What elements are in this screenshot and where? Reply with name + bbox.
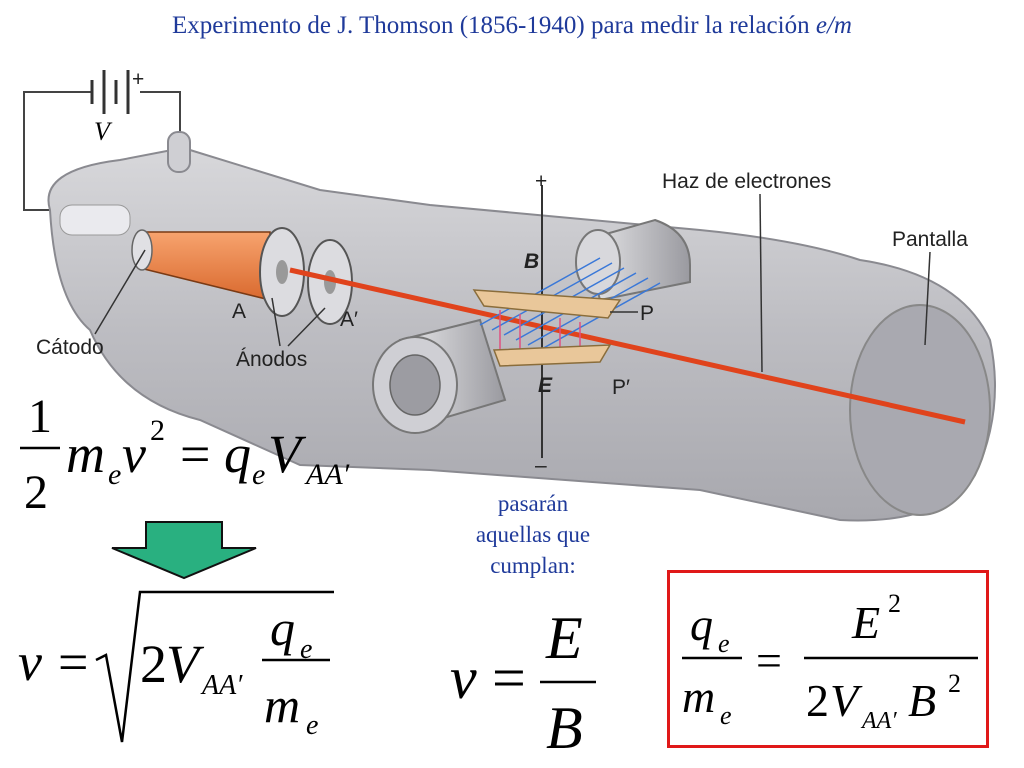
plate-p-prime <box>492 344 612 367</box>
eq1-m-sub: e <box>108 458 121 491</box>
eq2-equals: = <box>58 632 88 692</box>
eq1-v-sup: 2 <box>150 414 165 447</box>
coil-top <box>575 218 691 302</box>
eq2-V: V <box>166 634 205 694</box>
plate-p-prime-label: P′ <box>612 376 630 399</box>
cathode-label: Cátodo <box>36 336 104 359</box>
cathode-leader <box>94 249 146 335</box>
eq2-m-sub: e <box>306 710 318 741</box>
battery-plus-label: + <box>132 68 144 91</box>
eq1-m: m <box>66 424 105 484</box>
title-ratio: e/m <box>815 12 852 39</box>
plate-p-label: P <box>640 302 654 325</box>
condition-note: pasarán aquellas que cumplan: <box>438 488 628 581</box>
note-line-1: pasarán <box>497 491 569 516</box>
equation-kinetic-energy: 1 2 m e v 2 = q e V AA′ <box>20 390 350 519</box>
eq1-V-sub: AA′ <box>304 458 350 491</box>
beam-leader <box>759 193 763 373</box>
screen-label: Pantalla <box>892 228 968 251</box>
page-title: Experimento de J. Thomson (1856-1940) pa… <box>172 12 852 39</box>
eq2-V-sub: AA′ <box>200 670 243 701</box>
cathode-heater <box>59 204 131 236</box>
eq1-q-sub: e <box>252 458 265 491</box>
eq3-B: B <box>546 695 583 761</box>
eq4-two: 2 <box>806 675 829 726</box>
eq2-sqrt-sign <box>95 590 334 743</box>
eq4-equals: = <box>756 635 782 686</box>
anodes-leader-a <box>271 297 281 347</box>
field-plus-label: + <box>535 170 547 193</box>
plate-p <box>472 289 622 319</box>
eq1-V: V <box>268 424 307 484</box>
eq2-v: v <box>18 632 42 692</box>
eq4-V: V <box>830 675 863 726</box>
equation-velocity: v = 2 V AA′ q e m e <box>18 590 334 743</box>
eq3-v: v <box>450 645 477 711</box>
note-line-3: cumplan: <box>490 553 576 578</box>
anode-a-hole <box>276 260 288 284</box>
note-line-2: aquellas que <box>475 522 591 547</box>
eq4-V-sub: AA′ <box>860 708 897 734</box>
screen-leader <box>924 251 931 346</box>
voltage-label: V <box>94 117 113 146</box>
electron-beam <box>289 267 966 425</box>
anode-a-prime-label: A′ <box>340 308 358 331</box>
eq2-q: q <box>270 600 295 656</box>
eq1-equals: = <box>180 424 210 484</box>
b-field-label: B <box>524 250 539 273</box>
result-highlight-box <box>667 570 989 748</box>
eq1-numerator: 1 <box>28 390 52 443</box>
tube-neck <box>167 131 191 173</box>
battery-icon <box>90 70 130 114</box>
eq4-B-sup: 2 <box>948 669 961 698</box>
eq3-equals: = <box>492 645 526 711</box>
equation-charge-mass-ratio: q e m e = E 2 2 V AA′ B 2 <box>682 589 978 734</box>
beam-label: Haz de electrones <box>662 170 831 193</box>
anode-a-label: A <box>232 300 246 323</box>
eq4-q: q <box>690 599 713 650</box>
eq1-q: q <box>224 424 251 484</box>
eq2-q-sub: e <box>300 634 312 665</box>
eq4-m: m <box>682 671 715 722</box>
eq4-m-sub: e <box>720 701 732 730</box>
eq2-two: 2 <box>140 634 167 694</box>
cathode-end <box>131 229 153 271</box>
field-minus-label: – <box>535 454 547 477</box>
anodes-leader-a-prime <box>287 307 326 347</box>
eq3-E: E <box>545 605 583 671</box>
eq4-E-sup: 2 <box>888 589 901 618</box>
circuit-wire <box>23 91 92 211</box>
e-field-label: E <box>538 374 553 397</box>
arrow-down-icon <box>111 521 257 580</box>
eq4-B: B <box>908 675 936 726</box>
eq1-v: v <box>122 424 146 484</box>
eq2-m: m <box>264 677 300 733</box>
anodes-label: Ánodos <box>236 348 307 371</box>
coil-bottom <box>372 318 507 434</box>
eq1-denominator: 2 <box>24 466 48 519</box>
equation-v-e-over-b: v = E B <box>450 605 596 761</box>
eq4-q-sub: e <box>718 629 730 658</box>
eq4-E: E <box>851 597 880 648</box>
